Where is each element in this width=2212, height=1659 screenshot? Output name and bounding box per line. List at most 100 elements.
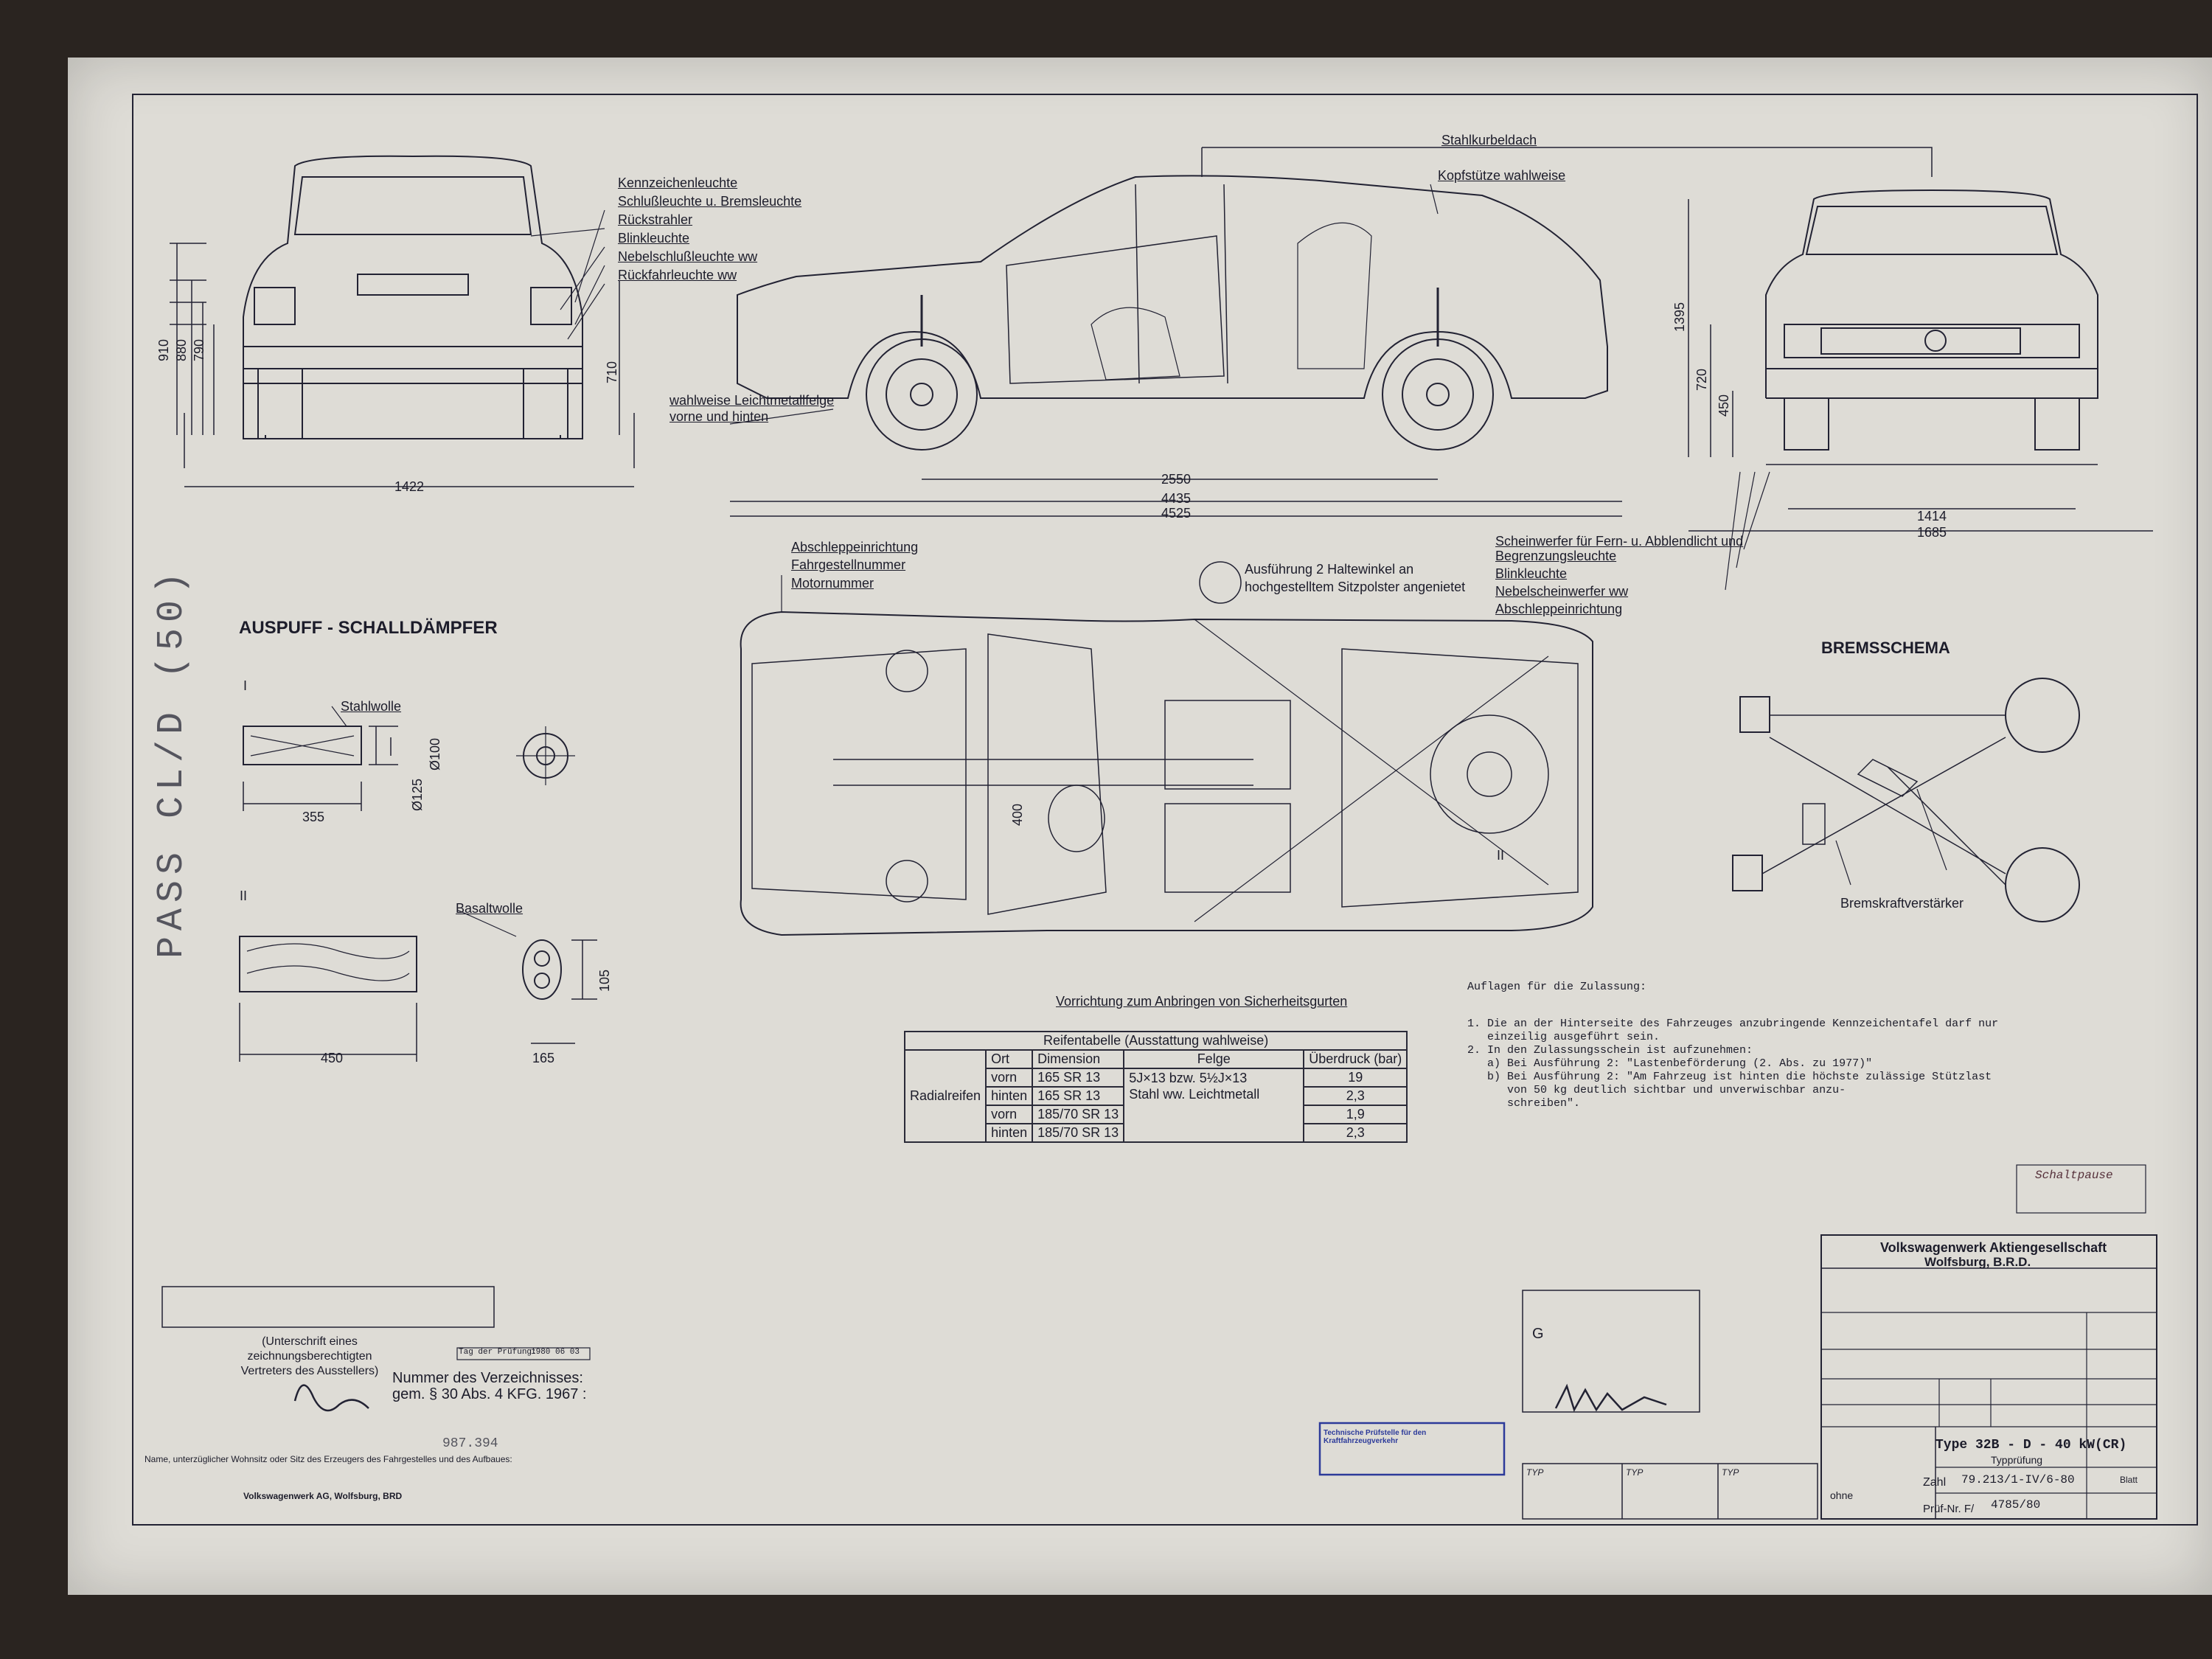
blatt-label: Blatt bbox=[2120, 1475, 2138, 1485]
tire-cell-dim: 185/70 SR 13 bbox=[1032, 1105, 1125, 1124]
tire-cell-ort: vorn bbox=[985, 1105, 1034, 1124]
dim-exhaust-dia1b: Ø100 bbox=[428, 737, 442, 771]
schaltpause-stamp: Schaltpause bbox=[2035, 1169, 2113, 1182]
dim-rear-h1: 710 bbox=[605, 361, 619, 383]
label-schlussleuchte: Schlußleuchte u. Bremsleuchte bbox=[618, 194, 802, 209]
label-rueckstrahler: Rückstrahler bbox=[618, 212, 693, 227]
dim-rear-d1: 910 bbox=[156, 338, 171, 361]
signature-caption: (Unterschrift eines zeichnungsberechtigt… bbox=[240, 1335, 379, 1377]
company-city: Wolfsburg, B.R.D. bbox=[1924, 1255, 2031, 1269]
label-abschleppeinrichtung-front: Abschleppeinrichtung bbox=[1495, 602, 1623, 616]
g-stamp-letter: G bbox=[1532, 1326, 1544, 1342]
tire-header-bar: Überdruck (bar) bbox=[1303, 1049, 1408, 1069]
producer-caption: Name, unterzüglicher Wohnsitz oder Sitz … bbox=[145, 1454, 512, 1464]
label-sicherheitsgurte: Vorrichtung zum Anbringen von Sicherheit… bbox=[1056, 994, 1348, 1009]
tire-cell-rim: 5J×13 bzw. 5½J×13 Stahl ww. Leichtmetall bbox=[1123, 1068, 1305, 1143]
ohne-label: ohne bbox=[1830, 1489, 1854, 1501]
typ-cell-1: TYP bbox=[1526, 1467, 1544, 1478]
tire-cell-ort: hinten bbox=[985, 1123, 1034, 1143]
tire-rim-line2: Stahl ww. Leichtmetall bbox=[1129, 1087, 1260, 1102]
exhaust-roman-2: II bbox=[240, 888, 248, 903]
approval-line: von 50 kg deutlich sichtbar und unverwis… bbox=[1467, 1084, 1846, 1096]
dim-rear-width: 1422 bbox=[394, 479, 425, 494]
dim-front-d1: 720 bbox=[1694, 368, 1709, 391]
typ-cell-2: TYP bbox=[1626, 1467, 1644, 1478]
tire-cell-bar: 1,9 bbox=[1303, 1105, 1408, 1124]
dim-exhaust-w2: 165 bbox=[532, 1051, 555, 1065]
dim-front-width: 1685 bbox=[1917, 525, 1947, 540]
register-label: Nummer des Verzeichnisses: gem. § 30 Abs… bbox=[392, 1370, 587, 1402]
dim-top-400: 400 bbox=[1010, 803, 1025, 826]
register-number: 987.394 bbox=[442, 1436, 498, 1451]
label-basaltwolle: Basaltwolle bbox=[456, 901, 524, 916]
zahl-label: Zahl bbox=[1923, 1476, 1947, 1489]
tire-cell-ort: hinten bbox=[985, 1086, 1034, 1106]
tire-table-title: Reifentabelle (Ausstattung wahlweise) bbox=[903, 1031, 1408, 1051]
tire-row-group: Radialreifen bbox=[903, 1050, 987, 1143]
exhaust-title: AUSPUFF - SCHALLDÄMPFER bbox=[239, 618, 498, 638]
exhaust-drawing bbox=[239, 706, 597, 1062]
approval-line: schreiben". bbox=[1467, 1097, 1581, 1110]
label-fahrgestellnummer: Fahrgestellnummer bbox=[791, 557, 906, 572]
label-kopfstuetze: Kopfstütze wahlweise bbox=[1438, 168, 1566, 183]
dim-side-d3: 4525 bbox=[1161, 506, 1192, 521]
label-stahlwolle: Stahlwolle bbox=[341, 699, 402, 714]
dim-front-track: 1414 bbox=[1917, 509, 1947, 524]
label-haltewinkel: Ausführung 2 Haltewinkel an hochgestellt… bbox=[1245, 562, 1466, 594]
tire-cell-dim: 165 SR 13 bbox=[1032, 1086, 1125, 1106]
dim-exhaust-h2: 105 bbox=[597, 969, 612, 992]
tech-stamp: Technische Prüfstelle für den Kraftfahrz… bbox=[1324, 1429, 1427, 1445]
zahl-value: 79.213/1-IV/6-80 bbox=[1961, 1473, 2075, 1486]
label-blinkleuchte-front: Blinkleuchte bbox=[1495, 566, 1568, 581]
tire-cell-bar: 2,3 bbox=[1303, 1086, 1408, 1106]
approval-lines: 1. Die an der Hinterseite des Fahrzeuges… bbox=[1467, 1004, 1998, 1124]
label-nebelscheinwerfer: Nebelscheinwerfer ww bbox=[1495, 584, 1629, 599]
approval-line: einzeilig ausgeführt sein. bbox=[1467, 1031, 1660, 1043]
vertical-sheet-title: PASS CL/D (50) bbox=[151, 566, 193, 959]
approval-line: b) Bei Ausführung 2: "Am Fahrzeug ist hi… bbox=[1467, 1071, 1992, 1083]
dim-wheelbase: 2550 bbox=[1161, 472, 1192, 487]
approval-line: 1. Die an der Hinterseite des Fahrzeuges… bbox=[1467, 1018, 1999, 1030]
tire-cell-bar: 2,3 bbox=[1303, 1123, 1408, 1143]
blueprint-sheet bbox=[68, 58, 2212, 1595]
approval-line: 2. In den Zulassungsschein ist aufzunehm… bbox=[1467, 1044, 1753, 1057]
top-view-drawing bbox=[740, 561, 1593, 936]
rear-view-drawing bbox=[170, 155, 635, 487]
label-stahlkurbeldach: Stahlkurbeldach bbox=[1441, 133, 1537, 147]
brake-schema-drawing bbox=[1732, 678, 2080, 922]
approval-title: Auflagen für die Zulassung: bbox=[1467, 981, 1647, 993]
dim-rear-d2: 880 bbox=[174, 338, 189, 361]
type-sub: Typprüfung bbox=[1991, 1454, 2043, 1466]
date-label: Tag der Prüfung: bbox=[459, 1348, 537, 1357]
top-view-roman: II bbox=[1497, 848, 1505, 863]
tire-cell-dim: 185/70 SR 13 bbox=[1032, 1123, 1125, 1143]
frame-border bbox=[132, 94, 2198, 1526]
tire-cell-bar: 19 bbox=[1303, 1068, 1408, 1088]
label-leichtmetallfelge: wahlweise Leichtmetallfelge vorne und hi… bbox=[669, 393, 835, 424]
tire-rim-line1: 5J×13 bzw. 5½J×13 bbox=[1129, 1071, 1248, 1085]
company-name: Volkswagenwerk Aktiengesellschaft bbox=[1880, 1240, 2107, 1255]
dim-exhaust-len1: 355 bbox=[302, 810, 325, 824]
dim-front-height: 1395 bbox=[1672, 302, 1687, 332]
producer-name: Volkswagenwerk AG, Wolfsburg, BRD bbox=[243, 1491, 403, 1501]
approval-line: a) Bei Ausführung 2: "Lastenbeförderung … bbox=[1467, 1057, 1873, 1070]
front-view-drawing bbox=[1688, 189, 2153, 591]
pruef-label: Prüf-Nr. F/ bbox=[1923, 1503, 1975, 1515]
dim-front-d2: 450 bbox=[1717, 394, 1731, 417]
label-scheinwerfer: Scheinwerfer für Fern- u. Abblendlicht u… bbox=[1495, 534, 1744, 563]
tire-header-felge: Felge bbox=[1123, 1049, 1305, 1069]
label-blinkleuchte-rear: Blinkleuchte bbox=[618, 231, 690, 246]
side-view-drawing bbox=[729, 147, 1933, 517]
label-motornummer: Motornummer bbox=[791, 576, 874, 591]
exhaust-roman-1: I bbox=[243, 678, 248, 693]
label-kennzeichenleuchte: Kennzeichenleuchte bbox=[618, 175, 738, 190]
label-nebelschlussleuchte: Nebelschlußleuchte ww bbox=[618, 249, 758, 264]
tire-header-ort: Ort bbox=[985, 1049, 1034, 1069]
typ-cell-3: TYP bbox=[1722, 1467, 1739, 1478]
label-rueckfahrleuchte: Rückfahrleuchte ww bbox=[618, 268, 737, 282]
date-value: 1980 06 03 bbox=[531, 1348, 580, 1357]
tire-cell-dim: 165 SR 13 bbox=[1032, 1068, 1125, 1088]
type-line: Type 32B - D - 40 kW(CR) bbox=[1935, 1438, 2127, 1453]
dim-side-d2: 4435 bbox=[1161, 491, 1192, 506]
label-abschleppeinrichtung: Abschleppeinrichtung bbox=[791, 540, 919, 554]
